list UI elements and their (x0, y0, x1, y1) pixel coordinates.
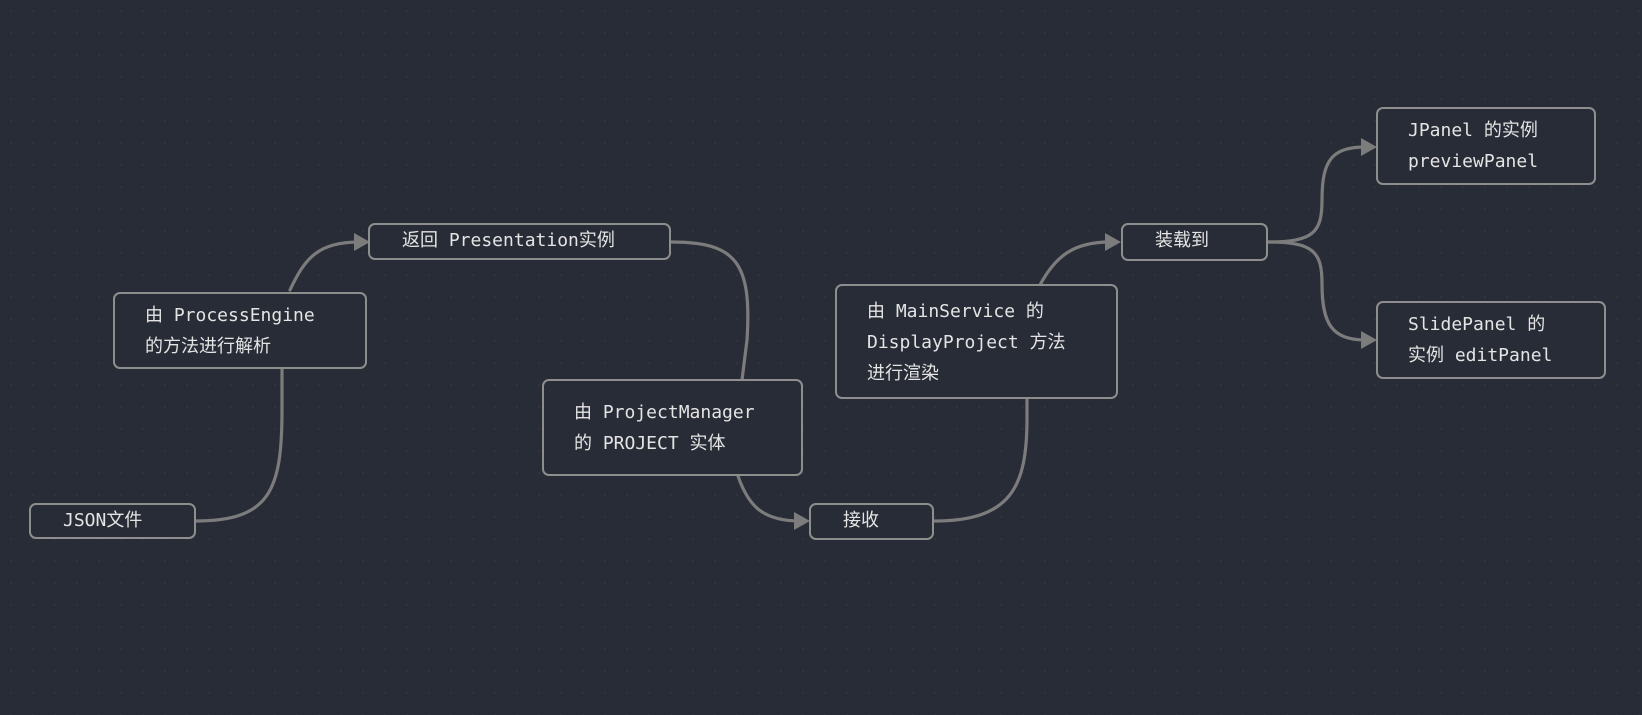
node-return-presentation-line-1: 返回 Presentation实例 (402, 230, 615, 251)
node-process-engine-line-1: 由 ProcessEngine (145, 305, 315, 326)
connector-receive-to-main-service (932, 396, 1029, 523)
node-main-service[interactable]: 由 MainService 的 DisplayProject 方法 进行渲染 (835, 284, 1118, 399)
arrowhead-receive (794, 512, 810, 530)
connector-load-into-to-slide-panel (1266, 240, 1368, 342)
node-return-presentation[interactable]: 返回 Presentation实例 (368, 223, 671, 260)
node-main-service-line-2: DisplayProject 方法 (867, 332, 1066, 353)
node-main-service-line-3: 进行渲染 (867, 363, 939, 384)
node-load-into-line-1: 装载到 (1155, 230, 1209, 251)
node-main-service-line-1: 由 MainService 的 (867, 301, 1044, 322)
node-project-manager-line-1: 由 ProjectManager (574, 402, 755, 423)
node-receive[interactable]: 接收 (809, 503, 934, 540)
node-slide-panel-line-1: SlidePanel 的 (1408, 314, 1546, 335)
node-process-engine[interactable]: 由 ProcessEngine 的方法进行解析 (113, 292, 367, 369)
node-slide-panel[interactable]: SlidePanel 的 实例 editPanel (1376, 301, 1606, 379)
connector-process-engine-to-presentation (288, 240, 362, 292)
node-jpanel-line-2: previewPanel (1408, 151, 1539, 172)
connector-project-manager-to-receive (736, 474, 802, 523)
node-jpanel[interactable]: JPanel 的实例 previewPanel (1376, 107, 1596, 185)
node-json-file-line-1: JSON文件 (63, 510, 143, 531)
node-process-engine-line-2: 的方法进行解析 (145, 336, 271, 357)
connector-main-service-to-load-into (1038, 240, 1112, 287)
node-jpanel-line-1: JPanel 的实例 (1408, 120, 1538, 141)
node-slide-panel-line-2: 实例 editPanel (1408, 345, 1553, 366)
node-project-manager-line-2: 的 PROJECT 实体 (574, 433, 726, 454)
arrowhead-jpanel (1361, 138, 1377, 156)
connector-json-to-process-engine (194, 366, 284, 523)
node-receive-line-1: 接收 (843, 510, 879, 531)
node-json-file[interactable]: JSON文件 (29, 503, 196, 539)
arrowhead-slide-panel (1361, 331, 1377, 349)
connector-presentation-to-project-manager (669, 240, 750, 382)
node-load-into[interactable]: 装载到 (1121, 223, 1268, 261)
node-project-manager[interactable]: 由 ProjectManager 的 PROJECT 实体 (542, 379, 803, 476)
connector-load-into-to-jpanel (1266, 145, 1368, 244)
arrowhead-load-into (1105, 233, 1121, 251)
arrowhead-presentation (354, 233, 370, 251)
